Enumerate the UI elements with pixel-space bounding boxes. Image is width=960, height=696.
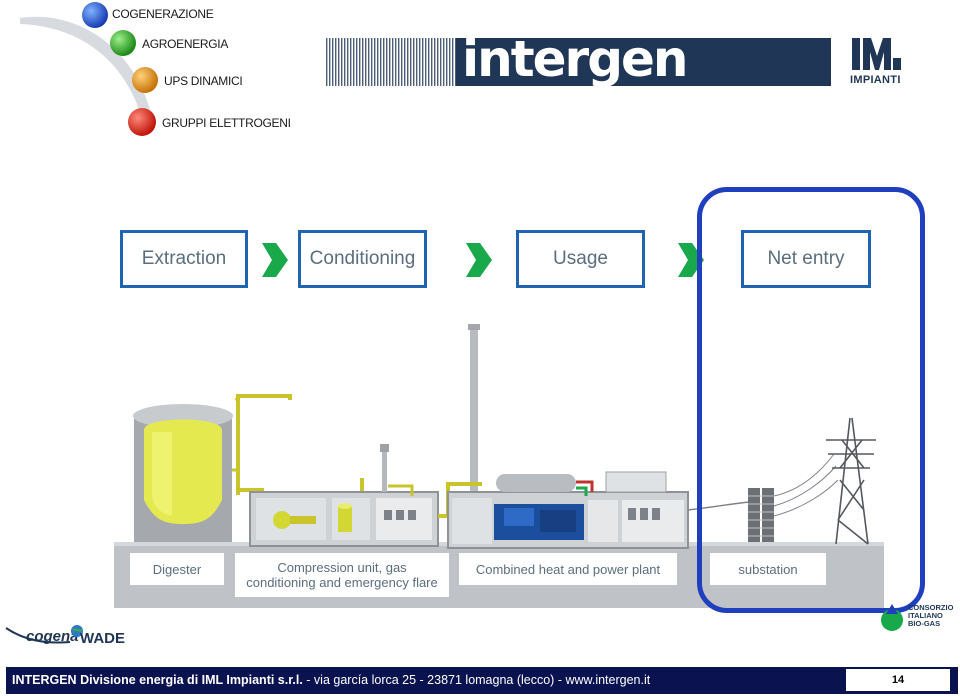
consorzio-line1: CONSORZIO [908, 603, 954, 612]
footer-company: INTERGEN [12, 673, 77, 687]
red-sphere-icon [128, 108, 156, 136]
footer-bar: INTERGEN Divisione energia di IML Impian… [6, 667, 958, 694]
iml-logo-icon [852, 38, 901, 70]
wade-text: WADE [80, 630, 125, 647]
brand-item-cogenerazione: COGENERAZIONE [112, 7, 214, 21]
biogas-drop-icon [881, 604, 903, 631]
intergen-logo-text: intergen [462, 30, 689, 88]
wade-logo: WADE [70, 624, 132, 660]
chevron-right-icon [262, 243, 288, 277]
compression-container [249, 491, 439, 547]
cogena-swoosh-icon [5, 627, 71, 644]
footer-division: Divisione energia di IML Impianti s.r.l. [80, 673, 303, 687]
power-pylon-icon [826, 417, 876, 545]
label-digester: Digester [130, 553, 224, 585]
label-compression-line1: Compression unit, gas [277, 560, 407, 575]
cogena-text: cogena [26, 628, 79, 645]
consorzio-text: CONSORZIO ITALIANO BIO-GAS [908, 604, 953, 628]
consorzio-line3: BIO-GAS [908, 619, 941, 628]
iml-logo: IMPIANTI [850, 36, 902, 88]
blue-sphere-icon [82, 2, 108, 28]
iml-subtext: IMPIANTI [850, 74, 901, 86]
label-compression-line2: conditioning and emergency flare [246, 575, 438, 590]
wade-globe-icon [71, 625, 83, 637]
brand-item-ups-dinamici: UPS DINAMICI [164, 74, 243, 88]
digester-tank [133, 397, 240, 542]
step-net-entry: Net entry [741, 230, 871, 288]
consorzio-biogas-logo: CONSORZIO ITALIANO BIO-GAS [878, 598, 953, 654]
label-substation: substation [710, 553, 826, 585]
label-compression: Compression unit, gas conditioning and e… [235, 553, 449, 597]
brand-swoosh [20, 16, 150, 112]
transformer [748, 488, 774, 542]
cogena-logo: cogena [4, 620, 79, 664]
consorzio-line2: ITALIANO [908, 611, 943, 620]
net-entry-highlight [697, 187, 925, 613]
footer-text: INTERGEN Divisione energia di IML Impian… [12, 673, 650, 687]
step-extraction: Extraction [120, 230, 248, 288]
orange-sphere-icon [132, 67, 158, 93]
brand-item-agroenergia: AGROENERGIA [142, 37, 229, 51]
intergen-banner [326, 38, 831, 86]
footer-address: - via garcía lorca 25 - 23871 lomagna (l… [302, 673, 651, 687]
green-sphere-icon [110, 30, 136, 56]
label-chp: Combined heat and power plant [459, 553, 677, 585]
brand-item-gruppi-elettrogeni: GRUPPI ELETTROGENI [162, 116, 291, 130]
chevron-right-icon [466, 243, 492, 277]
step-conditioning: Conditioning [298, 230, 427, 288]
chp-container [447, 471, 689, 549]
step-usage: Usage [516, 230, 645, 288]
page-number: 14 [846, 669, 950, 691]
